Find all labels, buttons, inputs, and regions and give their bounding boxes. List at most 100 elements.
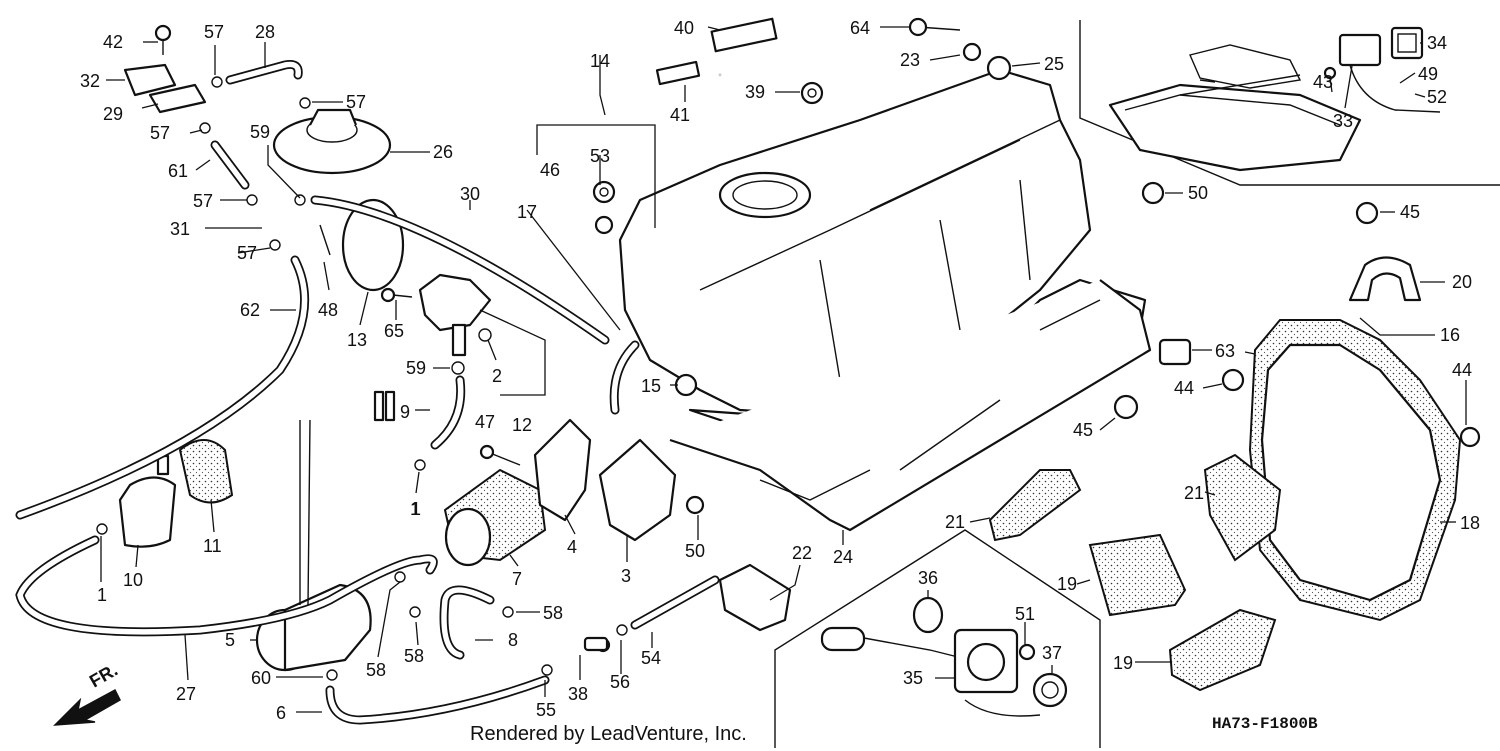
cushion-21-left <box>988 469 1082 542</box>
inset-vehicle-illustration <box>1108 44 1362 172</box>
callout: 1 <box>97 585 107 605</box>
callout: 23 <box>900 50 920 70</box>
callout: 21 <box>945 512 965 532</box>
callout: 57 <box>150 123 170 143</box>
callout: 10 <box>123 570 143 590</box>
callout: 44 <box>1452 360 1472 380</box>
fuel-unit-33 <box>1338 33 1441 113</box>
callout: 25 <box>1044 54 1064 74</box>
callout: 6 <box>276 703 286 723</box>
callout: 47 <box>475 412 495 432</box>
callout: 19 <box>1113 653 1133 673</box>
hose-30 <box>310 195 610 345</box>
callout: 48 <box>318 300 338 320</box>
tank-tray <box>669 278 1152 532</box>
callout: 1 <box>410 499 420 519</box>
callout: 44 <box>1174 378 1194 398</box>
callout: 51 <box>1015 604 1035 624</box>
holder-4 <box>533 418 592 522</box>
callout: 21 <box>1184 483 1204 503</box>
callout: 53 <box>590 146 610 166</box>
callout: 17 <box>517 202 537 222</box>
hose-6 <box>325 675 550 725</box>
callout: 4 <box>567 537 577 557</box>
callout: 16 <box>1440 325 1460 345</box>
callout: 7 <box>512 569 522 589</box>
callout: 22 <box>792 543 812 563</box>
callout: 37 <box>1042 643 1062 663</box>
float-chamber-7 <box>443 468 547 567</box>
callout: 26 <box>433 142 453 162</box>
rubber-pad-19-lower <box>1168 608 1277 692</box>
callout: 13 <box>347 330 367 350</box>
callout: 30 <box>460 184 480 204</box>
callout: 33 <box>1333 111 1353 131</box>
callout: 35 <box>903 668 923 688</box>
callout: 55 <box>536 700 556 720</box>
callout: 50 <box>1188 183 1208 203</box>
callout: 8 <box>508 630 518 650</box>
callout: 40 <box>674 18 694 38</box>
rendered-by-credit: Rendered by LeadVenture, Inc. <box>470 723 747 745</box>
callout: 59 <box>406 358 426 378</box>
callout: 59 <box>250 122 270 142</box>
callout: 5 <box>225 630 235 650</box>
callout: 65 <box>384 321 404 341</box>
rubber-pad-19-upper <box>1088 533 1187 617</box>
o-ring-36 <box>912 596 944 634</box>
callout: 50 <box>685 541 705 561</box>
fuel-filter-10 <box>118 454 177 548</box>
callout: 43 <box>1313 72 1333 92</box>
callout: 41 <box>670 105 690 125</box>
callout: 61 <box>168 161 188 181</box>
hose-9 <box>430 375 466 450</box>
joint-29 <box>148 83 207 114</box>
valve-12 <box>418 273 492 357</box>
callout: 46 <box>540 160 560 180</box>
callout: 42 <box>103 32 123 52</box>
callout: 15 <box>641 376 661 396</box>
callout: 60 <box>251 668 271 688</box>
cushion-21-right <box>1203 453 1282 562</box>
callout: 14 <box>590 51 610 71</box>
callout: 32 <box>80 71 100 91</box>
callout: 12 <box>512 415 532 435</box>
hose-62 <box>15 255 310 520</box>
callout: 36 <box>918 568 938 588</box>
bracket-20 <box>1348 256 1422 302</box>
callout: 45 <box>1073 420 1093 440</box>
callout: 58 <box>366 660 386 680</box>
hose-61 <box>210 140 250 190</box>
callout: 64 <box>850 18 870 38</box>
callout: 58 <box>543 603 563 623</box>
callout: 24 <box>833 547 853 567</box>
callout: 19 <box>1057 574 1077 594</box>
callout: 31 <box>170 219 190 239</box>
fuel-pump-5 <box>255 390 396 672</box>
gasket-34 <box>1390 26 1424 60</box>
callout: 27 <box>176 684 196 704</box>
callout: 34 <box>1427 33 1447 53</box>
callout: 62 <box>240 300 260 320</box>
bracket-22 <box>718 563 792 632</box>
callout-labels: 1 1 1 2 3 4 5 6 7 8 9 10 11 12 13 14 15 … <box>80 18 1480 723</box>
fuel-gauge-sender-35 <box>820 626 1041 717</box>
hose-27 <box>15 535 438 637</box>
callout: 9 <box>400 402 410 422</box>
callout: 56 <box>610 672 630 692</box>
callout: 28 <box>255 22 275 42</box>
callout: 29 <box>103 104 123 124</box>
callout: 18 <box>1460 513 1480 533</box>
callout: 63 <box>1215 341 1235 361</box>
callout: 57 <box>237 243 257 263</box>
hose-28 <box>225 60 303 85</box>
callout: 1 <box>411 499 421 519</box>
diagram-code: HA73-F1800B <box>1212 715 1318 733</box>
leader-lines <box>100 26 1467 713</box>
hose-54 <box>630 575 720 630</box>
callout: 20 <box>1452 272 1472 292</box>
callout: 39 <box>745 82 765 102</box>
valve-26 <box>272 108 392 175</box>
holder-3 <box>598 438 677 542</box>
